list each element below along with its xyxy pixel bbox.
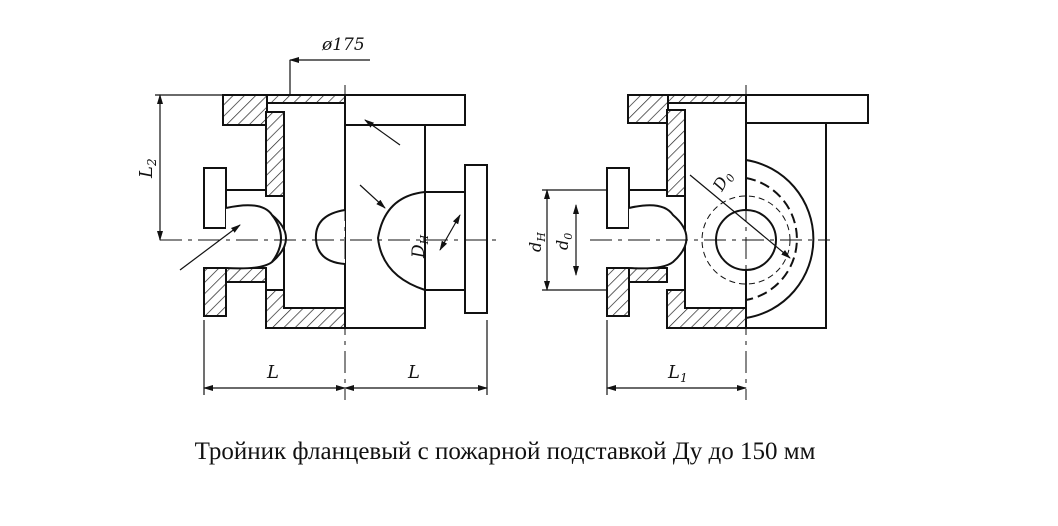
right-view xyxy=(590,85,869,400)
top-flange-right-view xyxy=(627,94,669,124)
side-flange-left xyxy=(203,167,227,229)
do-label: D0 xyxy=(709,167,738,196)
right-view-dimensions xyxy=(542,174,791,395)
outlet-cavity xyxy=(376,191,426,291)
dn-label: DH xyxy=(409,234,431,259)
left-view-dimensions xyxy=(155,57,488,395)
d0-label: d0 xyxy=(553,233,575,250)
l1-label: L1 xyxy=(667,362,688,385)
top-flange-left xyxy=(222,94,268,126)
outlet-arc xyxy=(745,159,815,319)
top-flange-plate xyxy=(266,94,346,104)
side-flange-right xyxy=(464,164,488,314)
figure-caption: Тройник фланцевый с пожарной подставкой … xyxy=(194,438,816,465)
l-right-label: L xyxy=(407,362,420,383)
l2-label: L2 xyxy=(136,158,159,179)
dh-label: dH xyxy=(526,232,548,252)
l-left-label: L xyxy=(266,362,279,383)
diameter-label: ø175 xyxy=(321,35,365,55)
left-view xyxy=(160,85,500,400)
